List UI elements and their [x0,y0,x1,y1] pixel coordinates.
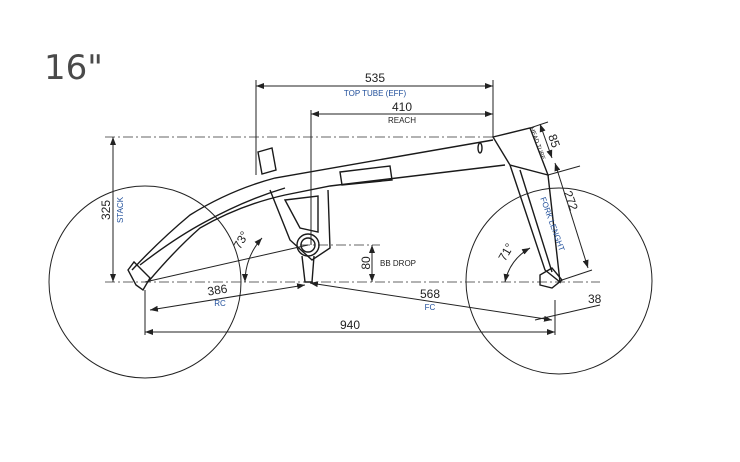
ext-line [547,165,581,176]
offset-value: 38 [588,292,602,306]
rc-value: 386 [206,282,228,299]
top-tube-label: TOP TUBE (EFF) [344,89,407,98]
top-tube-value: 535 [365,71,385,85]
stack-label: STACK [116,196,125,223]
fork-length-dim-line [554,162,589,269]
fc-label: FC [425,303,436,312]
ext-line [529,121,549,129]
head-angle-value: 71° [495,241,516,264]
wheelbase-value: 940 [340,318,360,332]
ext-line [561,269,593,281]
reach-label: REACH [388,116,416,125]
frame-size-title: 16" [44,48,103,88]
fc-value: 568 [420,287,440,301]
reach-value: 410 [392,100,412,114]
seat-angle-arc [241,237,263,283]
rc-label: RC [214,299,226,308]
fc-dim-line [309,281,553,322]
bb-drop-value: 80 [359,256,373,270]
head-angle-arc [503,247,531,283]
rc-dim-line [149,283,306,312]
frame [127,127,563,292]
bb-drop-label: BB DROP [380,259,416,268]
head-tube-value: 85 [545,132,563,150]
fork-length-value: 272 [561,189,581,213]
offset-dim-line [534,304,601,321]
stack-value: 325 [99,200,113,220]
seat-angle-value: 73° [230,229,251,252]
head-tube-dim-line [539,123,553,159]
